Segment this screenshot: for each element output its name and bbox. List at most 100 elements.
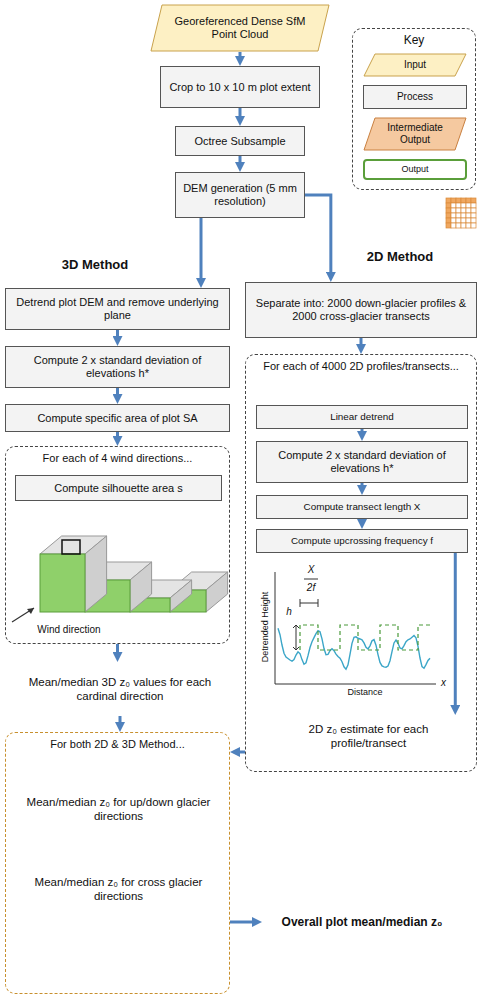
- grid-cell: [471, 223, 476, 228]
- grid-cell: [471, 213, 476, 218]
- flow-arrow: [360, 338, 363, 347]
- grid-cell: [466, 218, 471, 223]
- flow-arrow: [239, 52, 242, 59]
- grid-cell: [456, 218, 461, 223]
- wind-arrow: [12, 608, 34, 622]
- flow-arrow: [454, 553, 457, 708]
- key-panel: KeyInputProcessIntermediate OutputOutput: [352, 28, 476, 190]
- wind-direction-label: Wind direction: [24, 624, 114, 635]
- loop-group: For each of 4 wind directions... Compute …: [5, 446, 230, 644]
- process-box: Process: [363, 85, 467, 109]
- process-box: Compute silhouette area s: [15, 475, 222, 501]
- profile-line: [278, 628, 430, 669]
- combine-group: For both 2D & 3D Method... Mean/median z₀…: [5, 732, 230, 994]
- node-text: Compute specific area of plot SA: [37, 412, 197, 425]
- grid-cell: [451, 218, 456, 223]
- process-box: Compute transect length X: [256, 495, 468, 519]
- process-box: DEM generation (5 mm resolution): [175, 172, 305, 218]
- fraction-denominator: 2f: [302, 582, 320, 593]
- grid-cell: [471, 198, 476, 203]
- grid-cell: [456, 223, 461, 228]
- process-box: Compute specific area of plot SA: [5, 404, 230, 432]
- grid-cell: [446, 208, 451, 213]
- process-box: Crop to 10 x 10 m plot extent: [160, 66, 320, 108]
- node-text: Compute 2 x standard deviation of elevat…: [12, 354, 223, 380]
- node-text: Compute 2 x standard deviation of elevat…: [263, 449, 461, 475]
- grid-cell: [446, 203, 451, 208]
- result-text-node: Mean/median z₀ for cross glacier directi…: [16, 859, 221, 919]
- wind-arrow-head: [27, 608, 34, 614]
- process-box: Separate into: 2000 down-glacier profile…: [245, 282, 477, 338]
- highlight-face: [62, 540, 80, 554]
- node-text: Georeferenced Dense SfM Point Cloud: [166, 15, 314, 41]
- node-text: Overall plot mean/median z₀: [282, 915, 443, 930]
- node-text: Process: [397, 91, 433, 103]
- flow-arrow: [361, 483, 364, 488]
- node-text: DEM generation (5 mm resolution): [182, 182, 298, 208]
- roughness-block: [170, 572, 228, 612]
- flow-arrow: [116, 330, 119, 339]
- chart-axes: [275, 572, 436, 684]
- parallelogram-shape: [364, 118, 466, 150]
- node-text: For each of 4000 2D profiles/transects..…: [263, 360, 459, 373]
- flow-arrow: [230, 921, 255, 924]
- node-text: Intermediate Output: [379, 122, 451, 146]
- result-text-node: 2D z₀ estimate for each profile/transect: [271, 715, 466, 757]
- node-text: Input: [404, 59, 426, 71]
- axis-title: Distance: [335, 688, 395, 698]
- grid-cell: [451, 198, 456, 203]
- grid-cell: [466, 208, 471, 213]
- grid-cell: [446, 223, 451, 228]
- method-heading: 3D Method: [40, 258, 150, 272]
- grid-cell: [456, 213, 461, 218]
- node-text: Output: [401, 164, 428, 175]
- silhouette-face: [40, 554, 85, 612]
- input-parallelogram: Input: [363, 53, 467, 77]
- node-text: 2D z₀ estimate for each profile/transect: [277, 722, 460, 750]
- node-text: Compute silhouette area s: [54, 482, 182, 495]
- height-marker: [293, 625, 299, 650]
- grid-cell: [446, 198, 451, 203]
- block-side: [170, 580, 192, 612]
- grid-cell: [451, 223, 456, 228]
- process-box: Octree Subsample: [175, 126, 305, 156]
- block-side: [130, 562, 152, 612]
- grid-cell: [466, 223, 471, 228]
- node-text: Mean/median 3D z₀ values for each cardin…: [26, 675, 214, 703]
- grid-cell: [456, 203, 461, 208]
- flow-arrow: [116, 432, 119, 439]
- result-text-node: Mean/median z₀ for up/down glacier direc…: [16, 779, 221, 839]
- axis-label: x: [439, 677, 448, 688]
- node-text: Mean/median z₀ for up/down glacier direc…: [22, 795, 215, 823]
- flow-arrow: [305, 195, 331, 275]
- grid-cell: [446, 213, 451, 218]
- grid-cell: [451, 208, 456, 213]
- node-text: For both 2D & 3D Method...: [50, 738, 185, 751]
- upcrossing-square-wave: [300, 625, 430, 650]
- grid-cell: [466, 198, 471, 203]
- grid-cell: [461, 203, 466, 208]
- method-heading: 2D Method: [345, 250, 455, 264]
- grid-cell: [461, 208, 466, 213]
- flow-arrow: [116, 644, 119, 655]
- grid-cell: [446, 218, 451, 223]
- grid-cell: [456, 198, 461, 203]
- height-label: h: [284, 606, 294, 617]
- process-box: Compute 2 x standard deviation of elevat…: [5, 346, 230, 388]
- parallelogram-shape: [151, 5, 329, 51]
- node-text: Compute upcrossing frequency f: [291, 535, 433, 547]
- result-text-node: Mean/median 3D z₀ values for each cardin…: [20, 662, 220, 716]
- flow-arrow: [361, 519, 364, 522]
- node-text: For each of 4 wind directions...: [43, 452, 193, 465]
- grid-cell: [471, 218, 476, 223]
- axis-title: Detrended Height: [261, 582, 271, 672]
- flow-arrow: [361, 429, 364, 434]
- loop-group: For each of 4000 2D profiles/transects..…: [245, 354, 477, 772]
- grid-cell: [451, 213, 456, 218]
- block-side: [206, 572, 228, 612]
- node-text: Crop to 10 x 10 m plot extent: [169, 81, 310, 94]
- output-box: Output: [363, 159, 467, 180]
- input-parallelogram: Georeferenced Dense SfM Point Cloud: [150, 4, 330, 52]
- process-box: Compute 2 x standard deviation of elevat…: [256, 441, 468, 483]
- flow-arrow: [237, 751, 245, 754]
